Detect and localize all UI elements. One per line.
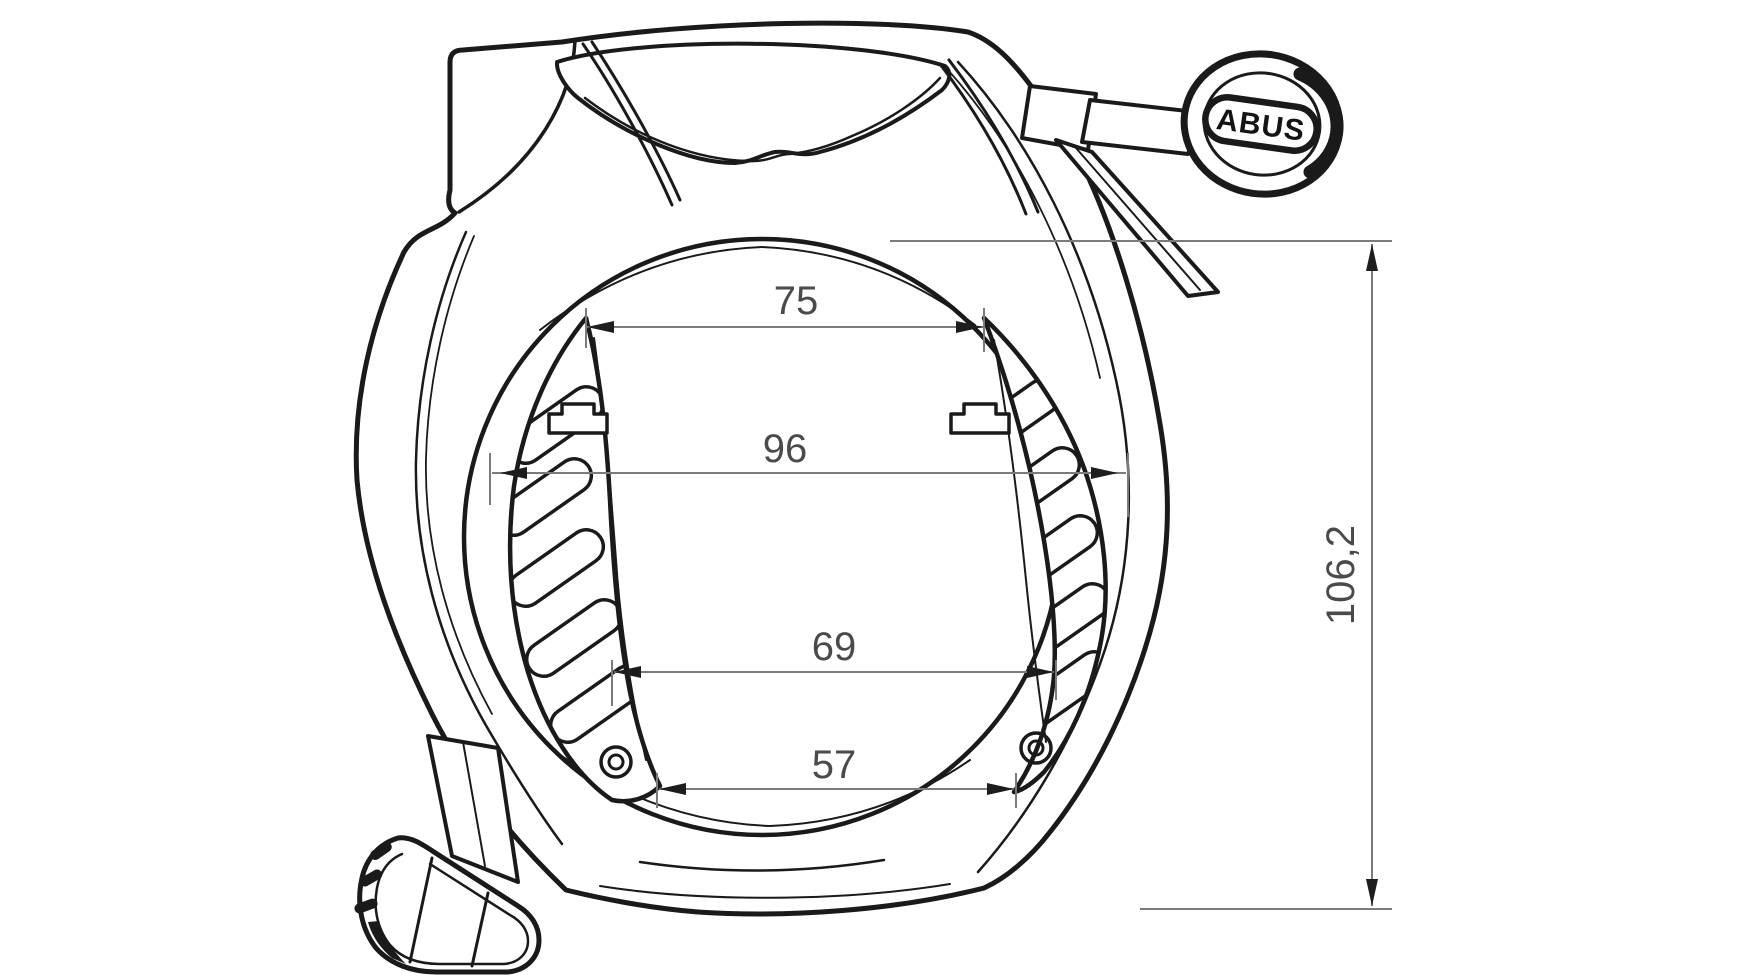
knob-divider-1 [408,856,434,964]
dimension-96-label: 96 [763,427,808,471]
dimensions: 75 96 69 57 [489,240,1392,910]
left-ridge [581,42,674,207]
knob-arm-line [462,741,486,867]
dimension-75: 75 [585,279,985,352]
knob-divider-2 [470,891,490,968]
left-shield-outline [507,315,663,804]
right-shield-outline [981,315,1108,795]
knob-grip-ridge-3 [354,898,378,914]
left-inner-contour [414,230,564,846]
top-window [554,41,952,165]
knob-grip-ridge-2 [359,869,383,887]
right-rivet-inner [1027,739,1045,757]
key: ABUS [1020,50,1344,298]
dimension-106-2: 106,2 [890,240,1392,910]
left-rivet-outer [599,745,633,779]
dimension-57-label: 57 [812,743,857,787]
dimension-69: 69 [611,625,1057,706]
opening-chamfer-top [539,246,976,331]
knob-rim-shade [368,921,406,964]
left-inner-contour-2 [425,235,493,715]
left-shield-edge-line [593,337,647,761]
key-blade-guard-line [1075,147,1201,291]
left-ridge-2 [590,40,682,202]
key-head-rim-shade [1293,67,1344,179]
right-shield-edge-line [993,339,1047,743]
key-badge [1202,94,1320,154]
right-ridge-2 [947,58,1040,214]
right-shield-tab [949,402,1011,435]
dimension-75-label: 75 [774,279,819,323]
right-inner-contour-2 [947,69,1101,379]
knob-inner-line [374,852,530,966]
left-shield-tab [547,402,609,435]
operating-knob [354,734,542,975]
dimension-69-label: 69 [812,625,857,669]
dimension-57: 57 [656,743,1017,808]
right-ridge [938,62,1028,216]
knob-grip-ridge-1 [370,841,392,861]
opening-bottom-band [638,858,886,872]
left-shield [507,315,663,804]
knob-arm [426,734,520,884]
left-rivet-inner [607,753,625,771]
dimension-96: 96 [489,427,1129,517]
right-rivet-outer [1019,731,1053,765]
top-window-inner-line [583,76,942,163]
bottom-contour [599,883,951,899]
dimension-106-2-label: 106,2 [1319,525,1363,625]
